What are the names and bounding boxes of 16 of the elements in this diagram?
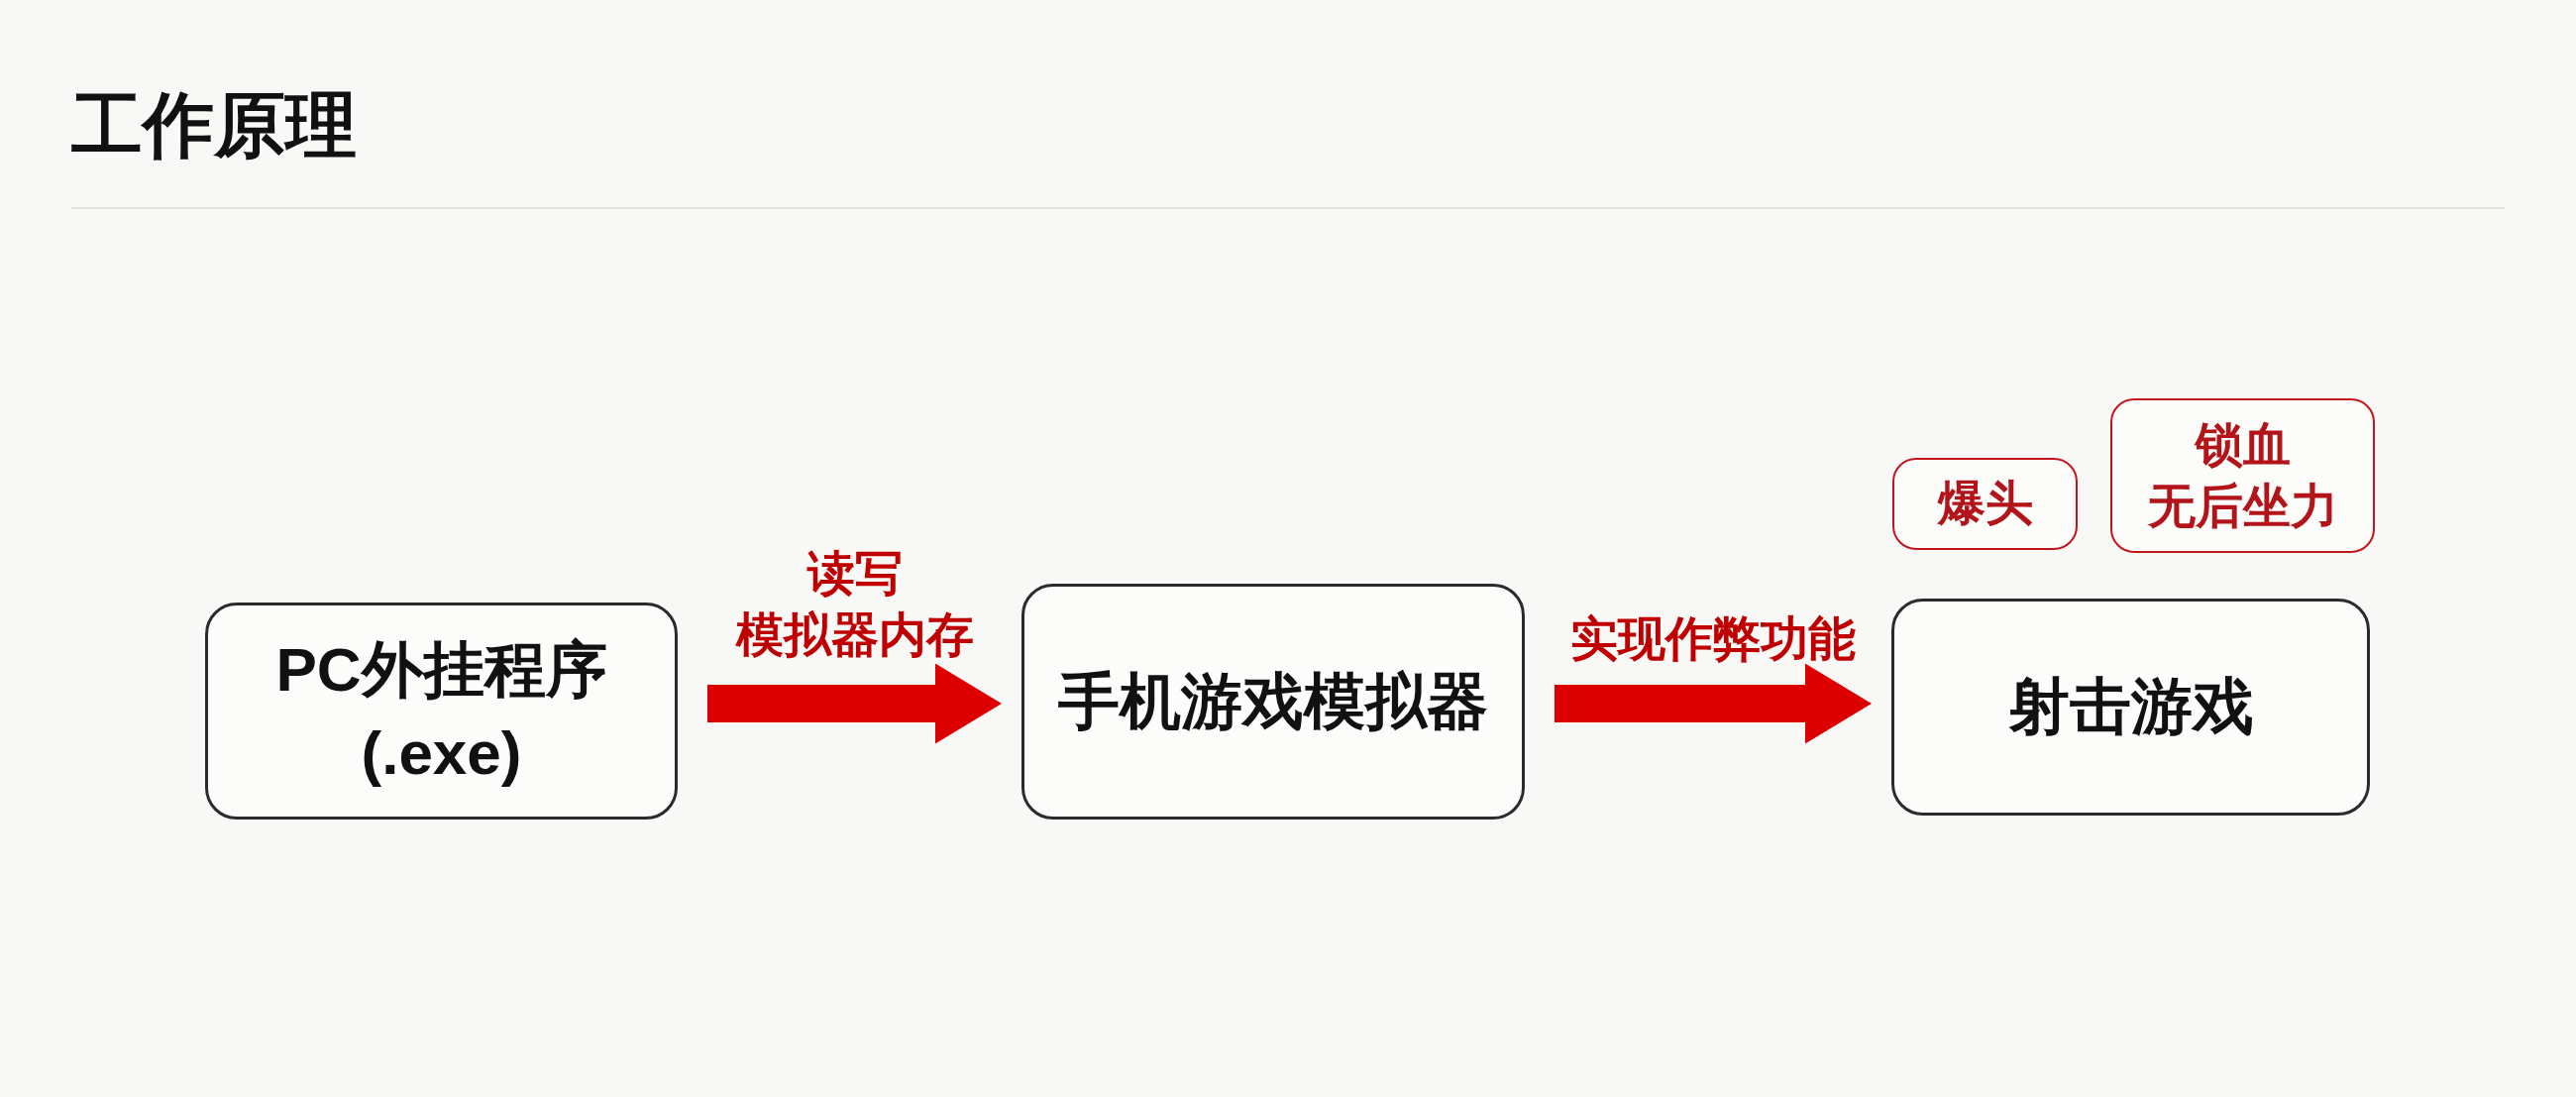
feature-label: 锁血 (2195, 416, 2291, 473)
feature-label: 无后坐力 (2147, 479, 2338, 534)
step-label: PC外挂程序(.exe) (274, 633, 608, 789)
process-box (205, 603, 678, 820)
title: 工作原理 (71, 84, 357, 166)
feature-box (2110, 398, 2375, 553)
arrow (707, 663, 1002, 744)
process-box (1891, 599, 2370, 816)
step-label: 射击游戏 (2007, 671, 2254, 743)
step-label: 手机游戏模拟器 (1058, 665, 1488, 737)
feature-box (1892, 458, 2078, 550)
process-box (1021, 584, 1525, 820)
feature-label: 爆头 (1937, 476, 2033, 532)
edge-label: 读写模拟器内存 (734, 546, 975, 663)
edge-label: 实现作弊功能 (1570, 611, 1856, 667)
arrow (1555, 663, 1872, 744)
